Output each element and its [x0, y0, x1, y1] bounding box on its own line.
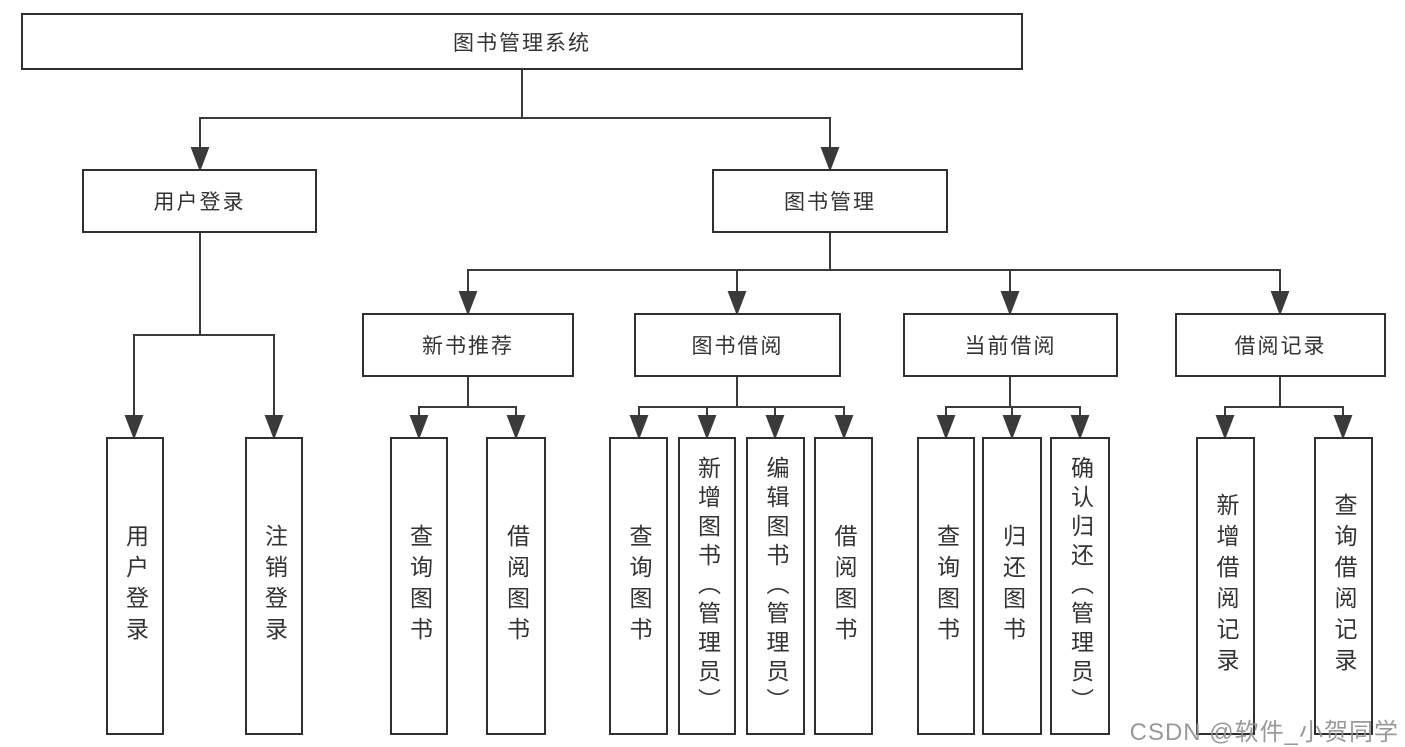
- leaf-edit-books-admin: 编辑图书（管理员）: [746, 437, 805, 735]
- connector-bookmgmt-to-level3: [458, 233, 1290, 316]
- leaf-newbook-query-books: 查询图书: [390, 437, 448, 735]
- node-new-book-recommend: 新书推荐: [362, 313, 574, 377]
- leaf-return-books: 归还图书: [982, 437, 1042, 735]
- connector-newbook-to-leaves: [409, 377, 526, 440]
- node-current-borrow: 当前借阅: [903, 313, 1118, 377]
- node-borrow-record: 借阅记录: [1175, 313, 1386, 377]
- node-root-system: 图书管理系统: [21, 13, 1023, 70]
- leaf-newbook-borrow-books: 借阅图书: [486, 437, 546, 735]
- leaf-confirm-return-admin: 确认归还（管理员）: [1050, 437, 1110, 735]
- connector-current-to-leaves: [936, 377, 1090, 440]
- connector-record-to-leaves: [1215, 377, 1353, 440]
- leaf-borrow-books: 借阅图书: [814, 437, 873, 735]
- connector-borrow-to-leaves: [629, 377, 854, 440]
- leaf-user-login: 用户登录: [106, 437, 164, 735]
- node-user-login: 用户登录: [82, 169, 317, 233]
- leaf-add-borrow-record: 新增借阅记录: [1196, 437, 1255, 735]
- leaf-add-books-admin: 新增图书（管理员）: [678, 437, 736, 735]
- watermark-text: CSDN @软件_小贺同学: [1129, 719, 1399, 746]
- leaf-current-query-books: 查询图书: [917, 437, 975, 735]
- connector-root-to-level2: [190, 70, 840, 172]
- node-book-borrow: 图书借阅: [634, 313, 841, 377]
- connector-userlogin-to-leaves: [124, 233, 284, 440]
- leaf-borrow-query-books: 查询图书: [609, 437, 668, 735]
- leaf-logout: 注销登录: [245, 437, 303, 735]
- node-book-management: 图书管理: [712, 169, 948, 233]
- leaf-query-borrow-record: 查询借阅记录: [1314, 437, 1373, 735]
